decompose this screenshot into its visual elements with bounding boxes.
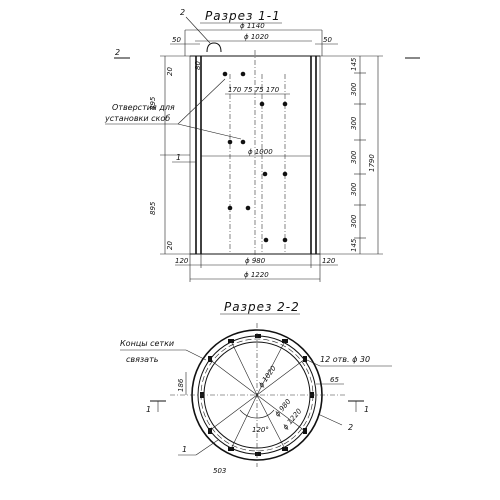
- hole: [262, 171, 268, 177]
- dim-1220: ϕ 1220: [244, 271, 269, 279]
- mesh-note-line1: Концы сетки: [120, 339, 174, 348]
- section-2-2: Разрез 2-2: [120, 300, 392, 475]
- callout-1-label: 1: [176, 153, 181, 162]
- hole: [282, 171, 288, 177]
- radial: [208, 358, 258, 396]
- dim-186: 186: [177, 378, 185, 392]
- radial: [230, 340, 258, 396]
- hole: [208, 356, 212, 362]
- hole: [255, 452, 261, 456]
- dim-120-right: 120: [322, 257, 336, 265]
- hole: [227, 205, 233, 211]
- lifting-loop: [206, 42, 222, 53]
- dim-1000: ϕ 1000: [248, 148, 273, 156]
- hole: [227, 139, 233, 145]
- dim-1020-circle: ϕ 1020: [257, 364, 278, 389]
- dim-right-3: 300: [350, 116, 358, 130]
- dim-total-height: 1790: [368, 154, 376, 172]
- section-1-1: Разрез 1-1 2 2 ϕ 1140 ϕ 1020 50 50: [104, 8, 420, 282]
- dim-right-4: 300: [350, 150, 358, 164]
- callout-2-circle: 2: [348, 423, 353, 432]
- callout-1-leader-2: [195, 439, 219, 456]
- dim-right-1: 145: [350, 57, 358, 71]
- angle-arc: [239, 409, 275, 419]
- holes-note-line2: установки скоб: [104, 114, 170, 123]
- hole: [282, 101, 288, 107]
- angle-120: 120°: [252, 426, 269, 434]
- holes-label-leader: [306, 359, 321, 367]
- right-dim-ticks: [354, 72, 366, 239]
- dim-1140: ϕ 1140: [240, 22, 265, 30]
- dim-right-5: 300: [350, 182, 358, 196]
- dim-120-left: 120: [175, 257, 189, 265]
- section-mark-1-left: 1: [146, 405, 151, 414]
- mesh-note-leader: [185, 349, 207, 361]
- dim-right-7: 145: [350, 238, 358, 252]
- radial-lines: [208, 340, 306, 450]
- hole: [208, 428, 212, 434]
- dim-1020: ϕ 1020: [244, 33, 269, 41]
- radial: [208, 394, 258, 432]
- stamp: 503: [213, 467, 226, 475]
- radial: [256, 340, 286, 396]
- dim-20-bottom: 20: [166, 241, 174, 250]
- section-mark-2: 2: [115, 48, 120, 57]
- holes-note-leader-2: [177, 123, 242, 140]
- hole: [259, 101, 265, 107]
- dim-20-top: 20: [166, 67, 174, 76]
- radial: [256, 394, 306, 432]
- hole: [282, 237, 288, 243]
- mesh-note-line2: связать: [126, 355, 159, 364]
- callout-1-circle: 1: [182, 445, 187, 454]
- dim-right-6: 300: [350, 214, 358, 228]
- dim-50-right: 50: [323, 36, 332, 44]
- hole: [222, 71, 228, 77]
- radial: [256, 394, 286, 450]
- hole: [240, 139, 246, 145]
- dim-980: ϕ 980: [245, 257, 266, 265]
- holes-note-line1: Отверстия для: [112, 103, 175, 112]
- section-1-title: Разрез 1-1: [205, 9, 281, 23]
- dim-right-2: 300: [350, 82, 358, 96]
- dim-holes-row: 170 75 75 170: [228, 86, 280, 94]
- hole: [240, 71, 246, 77]
- holes-label: 12 отв. ϕ 30: [320, 355, 370, 364]
- dim-50-left: 50: [172, 36, 181, 44]
- dim-65: 65: [330, 376, 339, 384]
- section-mark-1-right: 1: [364, 405, 369, 414]
- callout-2-label: 2: [180, 8, 185, 17]
- hole-group: [222, 71, 288, 243]
- holes-note-leader-1: [177, 78, 226, 125]
- radial: [230, 394, 258, 450]
- dim-895-top: 895: [149, 96, 157, 110]
- section-2-title: Разрез 2-2: [224, 300, 300, 314]
- callout-2-leader-2: [317, 413, 343, 426]
- dim-895-bottom: 895: [149, 201, 157, 215]
- hole: [255, 334, 261, 338]
- radial: [256, 358, 306, 396]
- dim-80: 80: [194, 61, 202, 70]
- hole: [245, 205, 251, 211]
- hole: [263, 237, 269, 243]
